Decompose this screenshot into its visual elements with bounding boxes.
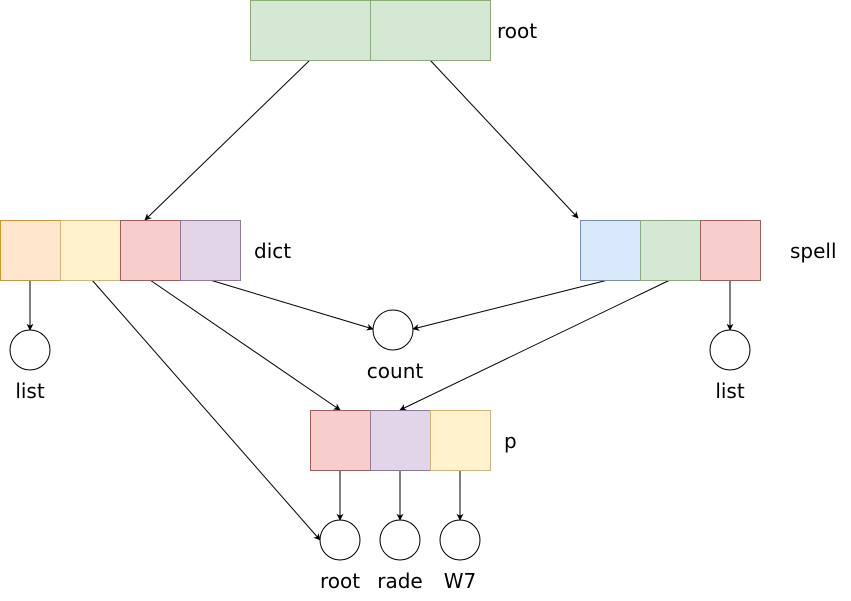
p-cell-2 — [430, 410, 491, 471]
edge-root-cell1-to-spell — [429, 59, 579, 219]
edge-spell-cell0-to-count — [412, 279, 609, 331]
dict-cell-0 — [0, 220, 61, 281]
dict-cell-3 — [180, 220, 241, 281]
edges — [26, 59, 734, 541]
count-label: count — [367, 359, 424, 383]
p-cell-0 — [310, 410, 371, 471]
root-cell-1 — [370, 0, 491, 61]
dict-array — [0, 220, 241, 281]
spell-cell-2 — [700, 220, 761, 281]
spell-cell-1 — [640, 220, 701, 281]
root-array — [250, 0, 491, 61]
edge-root-cell0-to-dict — [144, 59, 311, 221]
p-array-label: p — [504, 429, 517, 453]
spell-list-label: list — [715, 379, 745, 403]
rade-node — [379, 519, 421, 561]
root-array-label: root — [497, 19, 537, 43]
w7-node — [439, 519, 481, 561]
spell-list-node — [709, 329, 751, 371]
p-array — [310, 410, 491, 471]
spell-array — [580, 220, 761, 281]
dict-cell-2 — [120, 220, 181, 281]
edge-dict-cell2-to-p — [149, 279, 341, 411]
spell-array-label: spell — [790, 239, 837, 263]
spell-cell-0 — [580, 220, 641, 281]
root-leaf-node — [319, 519, 361, 561]
root-cell-0 — [250, 0, 371, 61]
p-cell-1 — [370, 410, 431, 471]
count-node — [372, 309, 414, 351]
root-leaf-label: root — [320, 569, 360, 593]
w7-label: W7 — [444, 569, 477, 593]
dict-cell-1 — [60, 220, 121, 281]
dict-list-label: list — [15, 379, 45, 403]
edge-spell-cell1-to-p — [399, 279, 671, 411]
rade-label: rade — [377, 569, 422, 593]
edge-dict-cell3-to-count — [209, 279, 374, 331]
dict-list-node — [9, 329, 51, 371]
edge-dict-cell1-to-root-leaf — [91, 279, 321, 541]
dict-array-label: dict — [254, 239, 291, 263]
